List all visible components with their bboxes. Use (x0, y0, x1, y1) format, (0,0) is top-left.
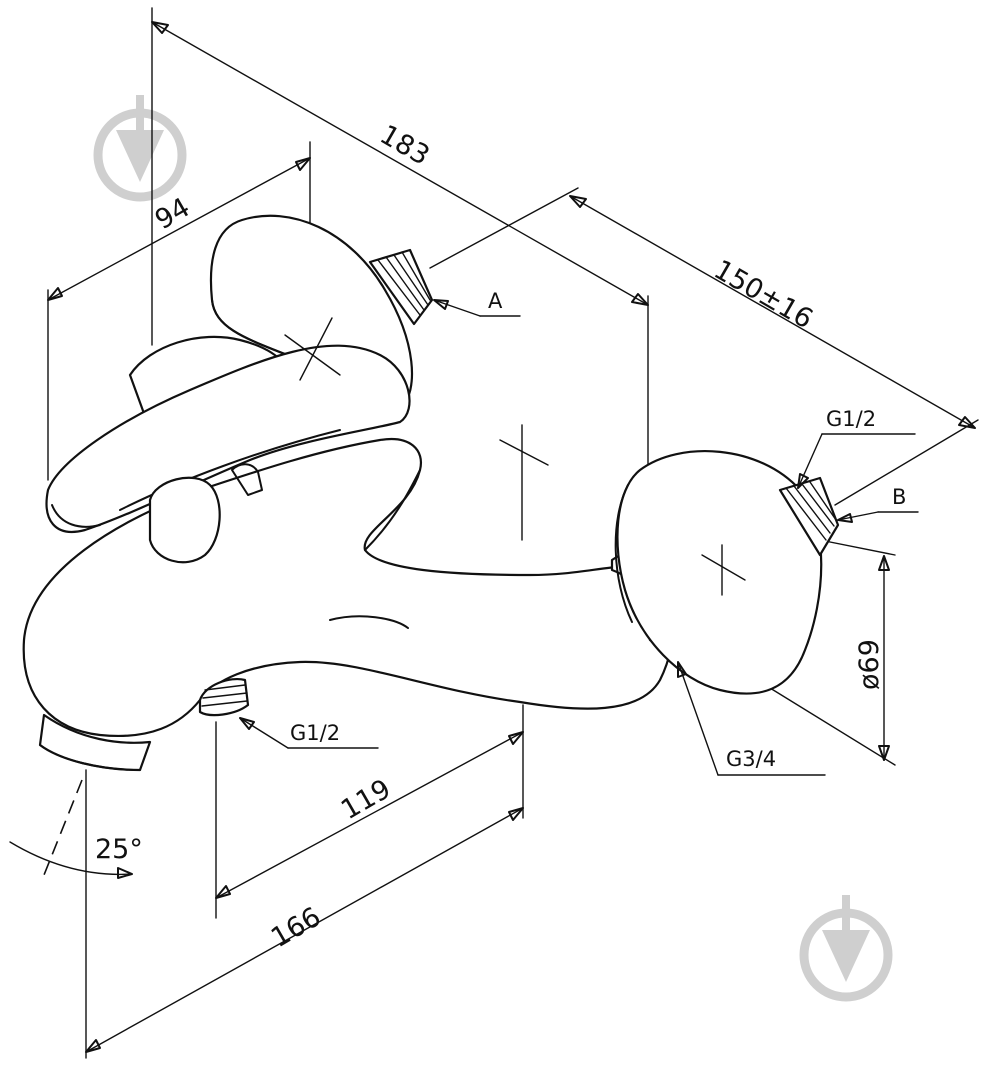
callout-inlet-b: B (892, 485, 906, 509)
callout-thread-outlet: G1/2 (290, 721, 340, 745)
dim-spout-to-center: 119 (336, 773, 396, 826)
faucet-body (22, 214, 840, 772)
callout-leaders (239, 299, 919, 776)
callout-thread-inlet-b: G1/2 (826, 407, 876, 431)
center-marks (284, 317, 746, 596)
dimension-lines (9, 21, 976, 1053)
watermark-shield-icon-bottom (799, 895, 893, 1002)
dim-center-distance: 150±16 (709, 254, 818, 335)
callout-thread-eccentric: G3/4 (726, 747, 776, 771)
watermark-shield-icon-top (93, 95, 187, 202)
dim-flange-diameter: ø69 (854, 639, 885, 690)
dim-overall-depth: 183 (375, 119, 435, 172)
dim-handle-offset: 94 (150, 192, 195, 236)
dim-spout-angle: 25° (95, 834, 143, 865)
callout-inlet-a: A (488, 289, 503, 313)
